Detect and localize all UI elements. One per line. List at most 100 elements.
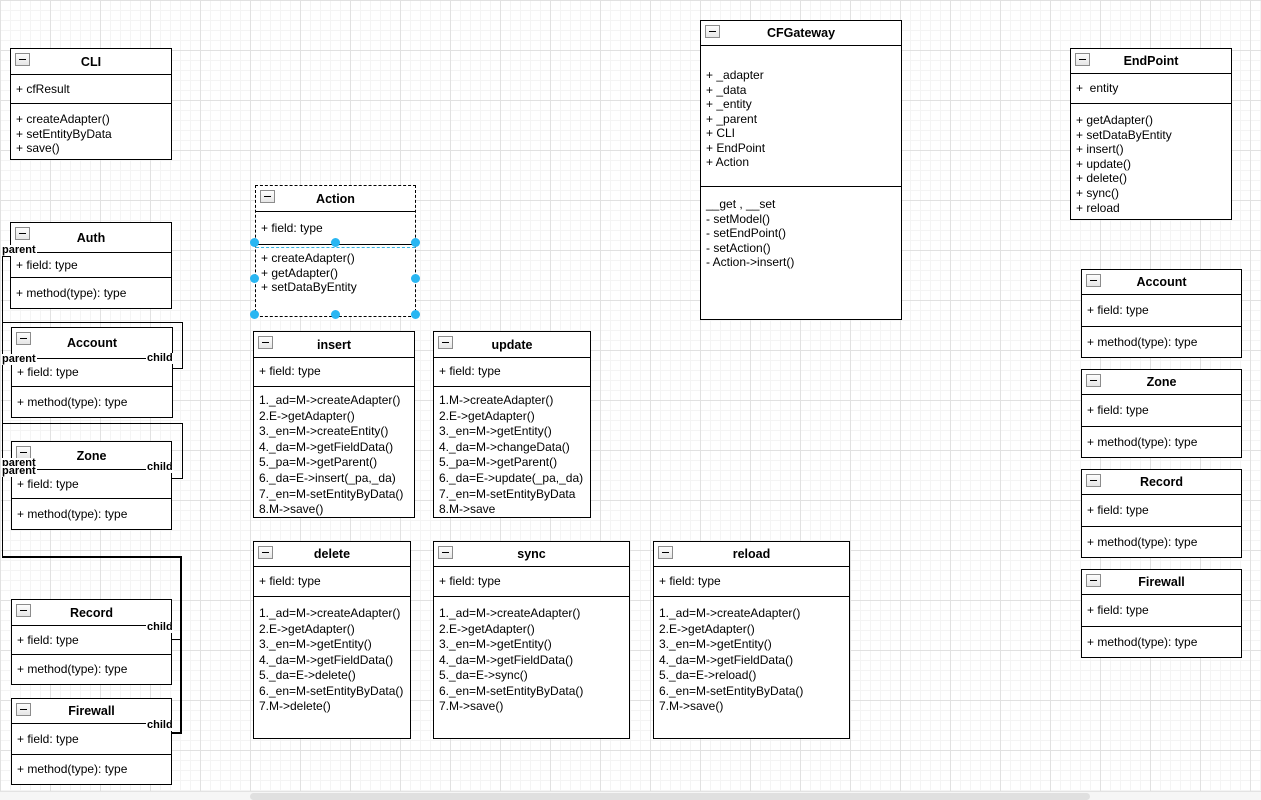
class-reload[interactable]: reload + field: type 1._ad=M->createAdap… — [653, 541, 850, 739]
class-titlebar: update — [434, 332, 590, 358]
edge-segment[interactable] — [182, 423, 183, 479]
method-line: + reload — [1076, 200, 1120, 215]
horizontal-scrollbar-track[interactable] — [0, 791, 1261, 800]
edge-segment[interactable] — [172, 478, 183, 479]
fields-compartment: + field: type — [1082, 495, 1241, 526]
edge-label[interactable]: parent — [1, 244, 37, 256]
selection-handle[interactable] — [250, 238, 259, 247]
collapse-icon[interactable] — [438, 336, 453, 349]
collapse-icon[interactable] — [260, 190, 275, 203]
class-cli[interactable]: CLI + cfResult + createAdapter()+ setEnt… — [10, 48, 172, 160]
collapse-icon[interactable] — [1086, 374, 1101, 387]
class-cfgateway[interactable]: CFGateway + _adapter+ _data+ _entity+ _p… — [700, 20, 902, 320]
edge-label[interactable]: parent — [1, 465, 37, 477]
edge-segment[interactable] — [2, 556, 182, 558]
method-line: 6._en=M-setEntityByData() — [259, 683, 404, 698]
collapse-icon[interactable] — [1086, 474, 1101, 487]
class-title: Account — [1136, 275, 1187, 289]
method-line: 3._en=M->getEntity() — [439, 424, 552, 439]
field-line: + field: type — [16, 257, 78, 272]
method-line: + delete() — [1076, 171, 1128, 186]
selection-handle[interactable] — [411, 238, 420, 247]
edge-segment[interactable] — [2, 256, 3, 558]
edge-segment[interactable] — [172, 732, 182, 734]
collapse-icon[interactable] — [438, 546, 453, 559]
method-line: 2.E->getAdapter() — [659, 621, 755, 636]
collapse-icon[interactable] — [15, 227, 30, 240]
methods-compartment: 1._ad=M->createAdapter()2.E->getAdapter(… — [654, 596, 849, 738]
edge-segment[interactable] — [2, 322, 183, 323]
collapse-icon[interactable] — [258, 546, 273, 559]
field-line: + field: type — [17, 731, 79, 746]
class-auth[interactable]: Auth + field: type + method(type): type — [10, 222, 172, 309]
horizontal-scrollbar-thumb[interactable] — [250, 793, 1090, 800]
collapse-icon[interactable] — [16, 703, 31, 716]
edge-label[interactable]: child — [146, 621, 174, 633]
class-update[interactable]: update + field: type 1.M->createAdapter(… — [433, 331, 591, 518]
edge-label[interactable]: parent — [1, 457, 37, 469]
collapse-icon[interactable] — [16, 332, 31, 345]
selection-handle[interactable] — [411, 310, 420, 319]
edge-segment[interactable] — [182, 322, 183, 369]
method-line: + method(type): type — [17, 762, 128, 777]
class-title: Zone — [1146, 375, 1177, 389]
collapse-icon[interactable] — [658, 546, 673, 559]
edge-label[interactable]: parent — [1, 353, 37, 365]
class-firewall[interactable]: Firewall + field: type + method(type): t… — [1081, 569, 1242, 658]
method-line: 6._en=M-setEntityByData() — [659, 683, 804, 698]
method-line: 4._da=M->getFieldData() — [259, 439, 394, 454]
class-action[interactable]: Action + field: type + createAdapter()+ … — [255, 185, 416, 317]
collapse-icon[interactable] — [16, 604, 31, 617]
class-firewall[interactable]: Firewall + field: type + method(type): t… — [11, 698, 172, 785]
class-delete[interactable]: delete + field: type 1._ad=M->createAdap… — [253, 541, 411, 739]
class-sync[interactable]: sync + field: type 1._ad=M->createAdapte… — [433, 541, 630, 739]
collapse-icon[interactable] — [1086, 574, 1101, 587]
fields-compartment: + field: type — [12, 724, 171, 754]
method-line: + method(type): type — [1087, 634, 1198, 649]
edge-segment[interactable] — [2, 256, 11, 257]
edge-label[interactable]: child — [146, 719, 174, 731]
class-titlebar: CFGateway — [701, 21, 901, 46]
selection-handle[interactable] — [330, 238, 340, 247]
collapse-icon[interactable] — [705, 25, 720, 38]
fields-compartment: + field: type — [1082, 395, 1241, 426]
field-line: + CLI — [706, 126, 736, 140]
collapse-icon[interactable] — [15, 53, 30, 66]
class-zone[interactable]: Zone + field: type + method(type): type — [11, 441, 172, 530]
methods-compartment: + createAdapter()+ setEntityByData+ save… — [11, 103, 171, 159]
methods-compartment: + method(type): type — [12, 498, 171, 529]
selection-handle[interactable] — [411, 274, 420, 283]
selection-handle[interactable] — [330, 310, 340, 319]
edge-label[interactable]: child — [146, 461, 174, 473]
class-titlebar: Account — [12, 328, 172, 359]
edge-segment[interactable] — [2, 423, 183, 424]
class-endpoint[interactable]: EndPoint + entity + getAdapter()+ setDat… — [1070, 48, 1232, 220]
methods-compartment: + method(type): type — [11, 277, 171, 308]
method-line: + insert() — [1076, 142, 1124, 157]
methods-compartment: 1.M->createAdapter()2.E->getAdapter()3._… — [434, 386, 590, 517]
method-line: 4._da=M->changeData() — [439, 439, 570, 454]
edge-segment[interactable] — [172, 368, 183, 369]
class-record[interactable]: Record + field: type + method(type): typ… — [1081, 469, 1242, 558]
collapse-icon[interactable] — [1086, 274, 1101, 287]
method-line: + save() — [16, 141, 60, 155]
method-line: 3._en=M->getEntity() — [439, 637, 552, 651]
collapse-icon[interactable] — [1075, 53, 1090, 66]
class-insert[interactable]: insert + field: type 1._ad=M->createAdap… — [253, 331, 415, 518]
class-zone[interactable]: Zone + field: type + method(type): type — [1081, 369, 1242, 458]
class-account[interactable]: Account + field: type + method(type): ty… — [1081, 269, 1242, 358]
collapse-icon[interactable] — [258, 336, 273, 349]
class-record[interactable]: Record + field: type + method(type): typ… — [11, 599, 172, 685]
field-line: + Action — [706, 155, 750, 169]
method-line: + method(type): type — [17, 506, 128, 521]
selection-handle[interactable] — [250, 310, 259, 319]
class-account[interactable]: Account + field: type + method(type): ty… — [11, 327, 173, 418]
method-line: + setDataByEntity — [261, 280, 357, 294]
method-line: + method(type): type — [1087, 534, 1198, 549]
edge-segment[interactable] — [172, 639, 181, 640]
method-line: 6._da=E->update(_pa,_da) — [439, 470, 584, 485]
edge-label[interactable]: child — [146, 352, 174, 364]
edge-segment[interactable] — [180, 556, 182, 734]
selection-handle[interactable] — [250, 274, 259, 283]
